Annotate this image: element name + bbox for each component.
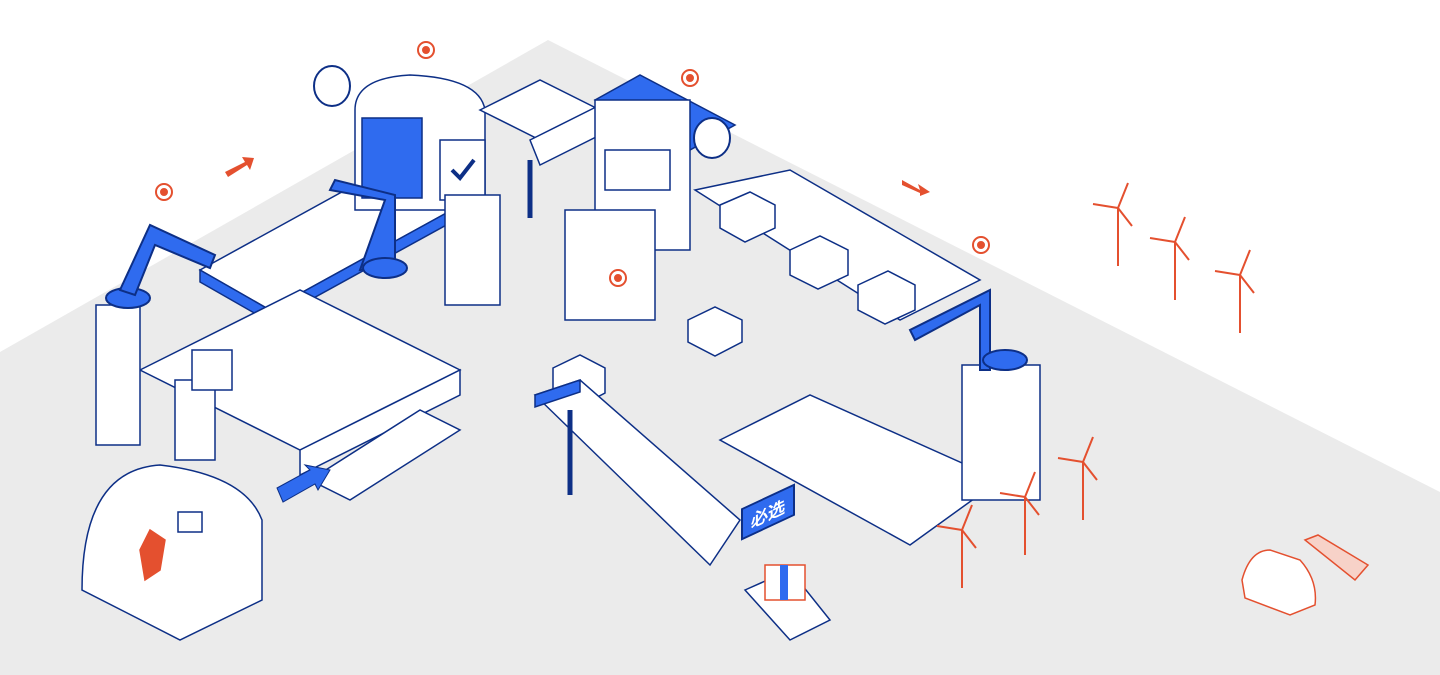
worker-icon [139, 528, 166, 582]
inspection-gate [354, 74, 501, 306]
robot-arm-icon [105, 178, 1028, 371]
signal-beacon-icon [155, 41, 990, 287]
checkmark-icon [450, 158, 476, 182]
slide-conveyor [533, 378, 741, 567]
gift-box-icon [743, 564, 832, 641]
monitor-icon [177, 511, 203, 533]
worker-booth [81, 464, 263, 641]
wind-turbine-icon [936, 182, 1255, 588]
arrow-icon [225, 157, 930, 503]
share-icon [313, 65, 731, 159]
car-icon [1241, 534, 1370, 616]
